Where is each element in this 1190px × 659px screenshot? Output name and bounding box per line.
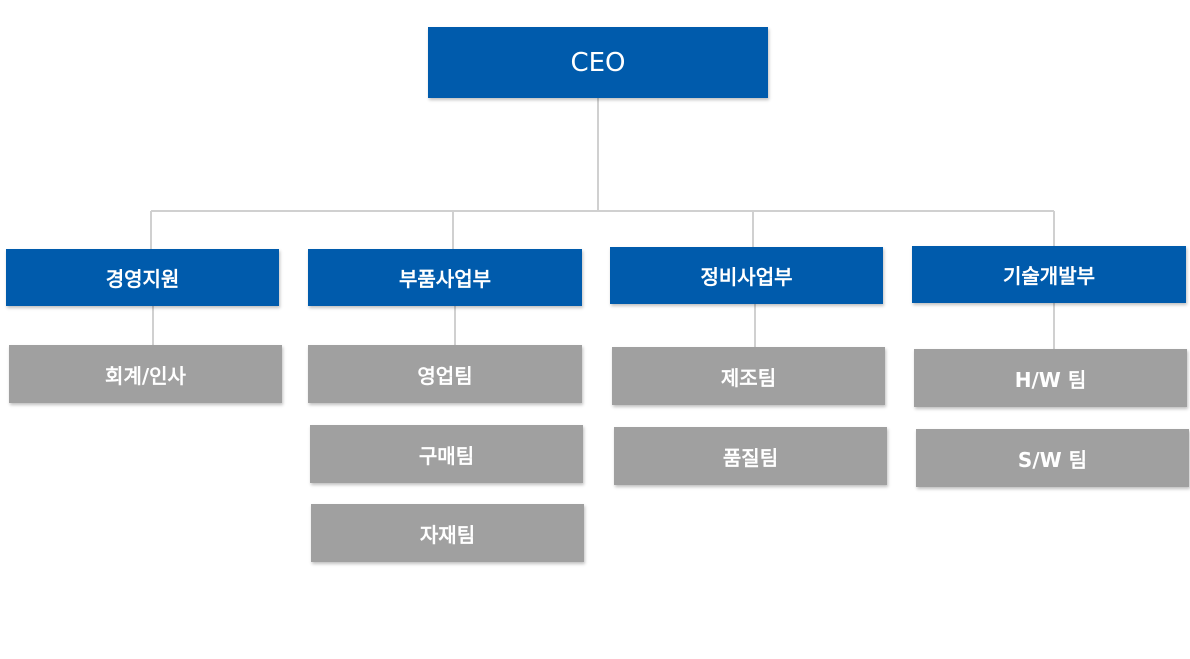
department-label: 경영지원 xyxy=(105,267,180,291)
department-label: 부품사업부 xyxy=(399,267,491,291)
team-box-quality: 품질팀 xyxy=(614,427,887,485)
department-label: 정비사업부 xyxy=(700,265,793,289)
team-box-sales: 영업팀 xyxy=(308,345,582,403)
team-label: 품질팀 xyxy=(722,445,779,470)
team-box-purchasing: 구매팀 xyxy=(310,425,583,483)
team-label: 구매팀 xyxy=(418,443,475,468)
team-label: 회계/인사 xyxy=(105,363,186,388)
ceo-box: CEO xyxy=(428,27,768,98)
team-box-materials: 자재팀 xyxy=(311,504,584,562)
department-box-management-support: 경영지원 xyxy=(6,249,279,306)
department-box-parts-business: 부품사업부 xyxy=(308,249,582,306)
team-label: 자재팀 xyxy=(419,522,476,547)
department-label: 기술개발부 xyxy=(1003,264,1095,288)
team-label: 영업팀 xyxy=(417,363,473,388)
team-label: S/W 팀 xyxy=(1017,447,1088,472)
team-box-accounting-hr: 회계/인사 xyxy=(9,345,282,403)
department-box-maintenance-business: 정비사업부 xyxy=(610,247,883,304)
team-box-hardware: H/W 팀 xyxy=(914,349,1187,407)
team-box-software: S/W 팀 xyxy=(916,429,1189,487)
team-label: 제조팀 xyxy=(720,365,777,390)
ceo-label: CEO xyxy=(570,47,626,78)
department-box-technology-development: 기술개발부 xyxy=(912,246,1186,303)
team-label: H/W 팀 xyxy=(1014,367,1087,392)
team-box-manufacturing: 제조팀 xyxy=(612,347,885,405)
